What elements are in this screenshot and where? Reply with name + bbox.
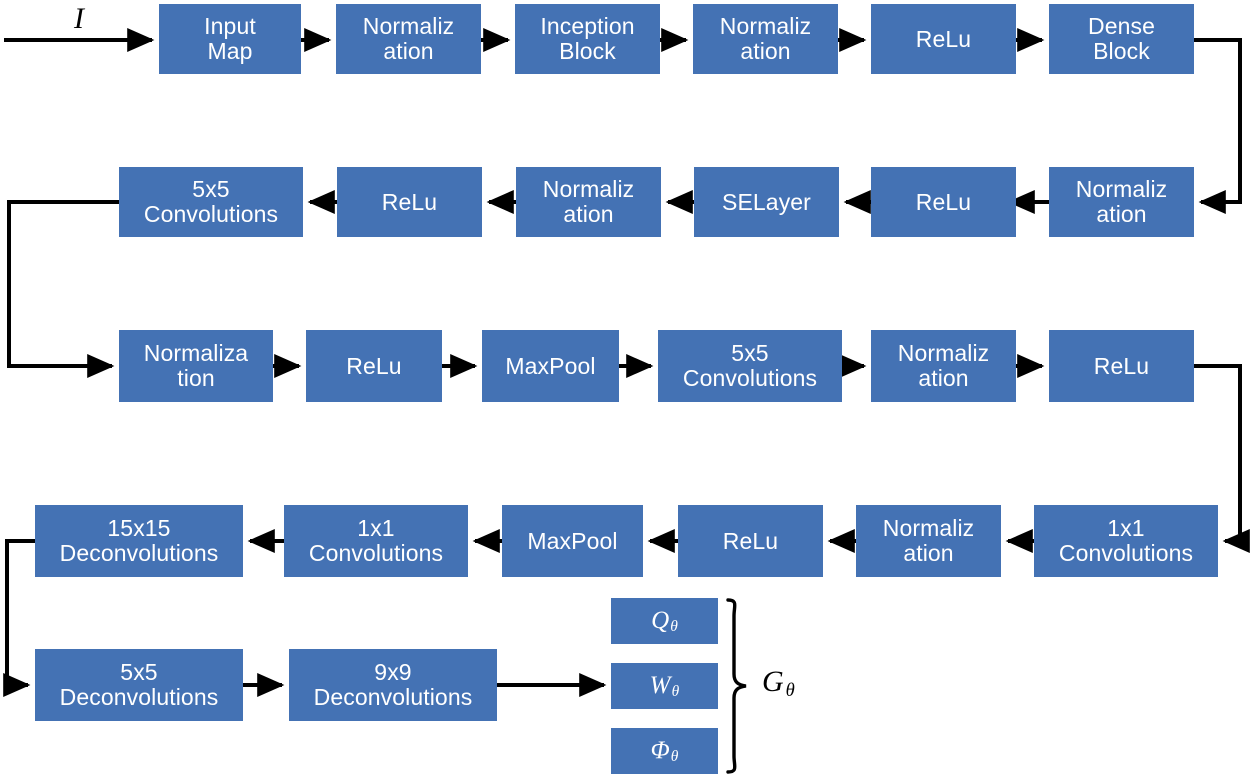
block-label: Normaliz ation <box>897 340 990 391</box>
block-label: ReLu <box>722 527 779 554</box>
block-input-map[interactable]: Input Map <box>160 5 300 73</box>
block-label: ReLu <box>346 352 402 379</box>
block-inception-block[interactable]: Inception Block <box>516 5 659 73</box>
block-output-q[interactable]: Qθ <box>612 599 717 643</box>
block-deconv-15x15[interactable]: 15x15 Deconvolutions <box>36 506 242 576</box>
block-relu-6[interactable]: ReLu <box>679 506 822 576</box>
block-label: ReLu <box>915 25 972 52</box>
connector-row2-to-row3 <box>7 200 120 378</box>
block-conv-1x1-b[interactable]: 1x1 Convolutions <box>1035 506 1217 576</box>
output-phi-label: Φθ <box>650 736 679 765</box>
block-label: ReLu <box>1093 352 1150 379</box>
block-maxpool-1[interactable]: MaxPool <box>483 331 618 401</box>
block-label: Normaliz ation <box>719 13 812 64</box>
block-label: Normaliz ation <box>542 176 635 227</box>
block-relu-5[interactable]: ReLu <box>1050 331 1193 401</box>
block-label: Normaliz ation <box>1075 176 1168 227</box>
block-conv-1x1-a[interactable]: 1x1 Convolutions <box>285 506 467 576</box>
block-label: SELayer <box>722 188 811 215</box>
connector-row1-to-row2 <box>1193 38 1242 215</box>
block-normalization-3[interactable]: Normaliz ation <box>517 168 660 236</box>
block-normalization-1[interactable]: Normaliz ation <box>337 5 480 73</box>
block-label: Normaliz ation <box>882 515 975 566</box>
output-group-brace <box>726 598 747 774</box>
block-label: 1x1 Convolutions <box>308 515 444 566</box>
block-label: 1x1 Convolutions <box>1058 515 1194 566</box>
block-deconv-9x9[interactable]: 9x9 Deconvolutions <box>290 650 496 720</box>
block-label: Normaliz ation <box>362 13 455 64</box>
block-label: MaxPool <box>527 527 618 554</box>
block-label: Inception Block <box>540 13 635 64</box>
block-label: Input Map <box>204 13 256 64</box>
block-maxpool-2[interactable]: MaxPool <box>503 506 642 576</box>
block-label: 5x5 Deconvolutions <box>59 659 219 710</box>
block-normalization-7[interactable]: Normaliz ation <box>857 506 1000 576</box>
block-relu-3[interactable]: ReLu <box>872 168 1015 236</box>
block-normalization-4[interactable]: Normaliz ation <box>1050 168 1193 236</box>
block-conv-5x5-a[interactable]: 5x5 Convolutions <box>120 168 302 236</box>
block-label: ReLu <box>915 188 972 215</box>
input-symbol-label: I <box>74 2 84 35</box>
block-label: Dense Block <box>1088 13 1155 64</box>
block-relu-2[interactable]: ReLu <box>338 168 481 236</box>
block-label: 5x5 Convolutions <box>143 176 279 227</box>
connector-row4-to-row5 <box>3 539 36 697</box>
block-relu-4[interactable]: ReLu <box>307 331 441 401</box>
block-label: 15x15 Deconvolutions <box>59 515 219 566</box>
output-w-label: Wθ <box>649 671 680 700</box>
block-relu-1[interactable]: ReLu <box>872 5 1015 73</box>
block-label: 9x9 Deconvolutions <box>313 659 473 710</box>
block-label: MaxPool <box>505 352 596 379</box>
block-output-phi[interactable]: Φθ <box>612 729 717 773</box>
block-normalization-6[interactable]: Normaliz ation <box>872 331 1015 401</box>
output-q-label: Qθ <box>651 606 678 635</box>
block-deconv-5x5[interactable]: 5x5 Deconvolutions <box>36 650 242 720</box>
block-output-w[interactable]: Wθ <box>612 664 717 708</box>
block-label: 5x5 Convolutions <box>682 340 818 391</box>
block-selayer[interactable]: SELayer <box>695 168 838 236</box>
block-label: Normaliza tion <box>143 340 249 391</box>
block-normalization-2[interactable]: Normaliz ation <box>694 5 837 73</box>
block-dense-block[interactable]: Dense Block <box>1050 5 1193 73</box>
block-normalization-5[interactable]: Normaliza tion <box>120 331 272 401</box>
block-label: ReLu <box>381 188 438 215</box>
block-conv-5x5-b[interactable]: 5x5 Convolutions <box>659 331 841 401</box>
